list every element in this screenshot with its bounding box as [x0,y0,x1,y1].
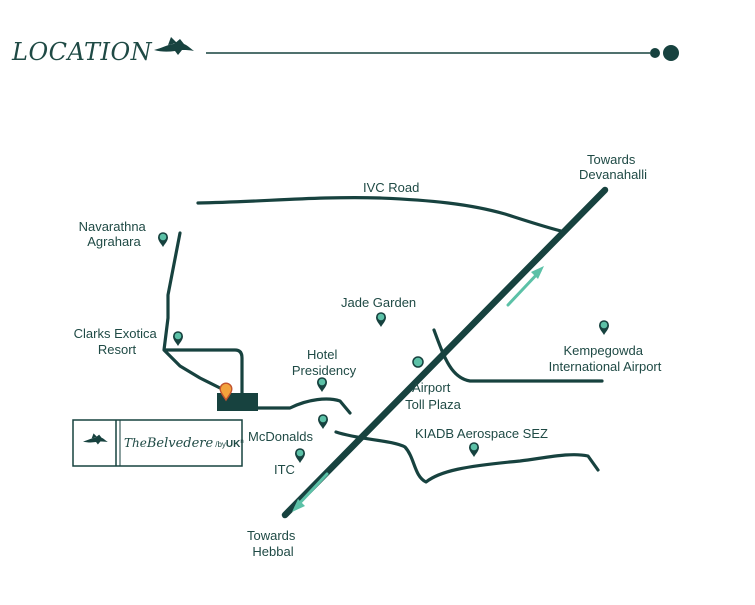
ivc-road [196,195,567,234]
label-clarks-exotica: Clarks Exotica Resort [74,326,161,357]
presidency-road [253,397,352,415]
label-jade-garden: Jade Garden [341,295,416,310]
airport-east-road [432,328,604,383]
clarks-road [164,348,244,400]
arrow-northeast-icon [506,266,544,307]
label-kempegowda: Kempegowda International Airport [549,343,662,374]
pin-hotel-presidency [317,377,327,392]
label-kiadb: KIADB Aerospace SEZ [415,426,548,441]
label-towards-devanahalli: Towards Devanahalli [579,152,647,182]
pin-mcdonalds [318,414,328,429]
site-location-pin [219,382,233,402]
label-airport-toll-plaza: Airport Toll Plaza [405,380,461,412]
brand-box: TheBelvedere/byUKn [72,419,244,467]
label-ivc-road: IVC Road [363,180,419,195]
header-dot-small [650,48,660,58]
label-itc: ITC [274,462,295,477]
arrow-southwest-icon [292,472,329,512]
pin-clarks-exotica [173,331,183,346]
pin-kempegowda-airport [599,320,609,335]
header-dot-large [663,45,679,61]
label-towards-hebbal: Towards Hebbal [247,528,299,559]
page-title: LOCATION [11,38,153,66]
pin-navarathna-agrahara [158,232,168,247]
pin-jade-garden [376,312,386,327]
navarathna-road [162,231,222,390]
toll-plaza-marker [412,356,424,368]
brand-wordmark: TheBelvedere/byUKn [124,436,244,451]
pin-kiadb [469,442,479,457]
label-hotel-presidency: Hotel Presidency [292,347,357,378]
airport-highway [281,186,609,519]
kiadb-road [334,430,600,484]
roads [162,195,604,484]
label-navarathna-agrahara: Navarathna Agrahara [79,219,150,249]
bird-icon [154,37,194,55]
label-mcdonalds: McDonalds [248,429,314,444]
pin-itc [295,448,305,463]
